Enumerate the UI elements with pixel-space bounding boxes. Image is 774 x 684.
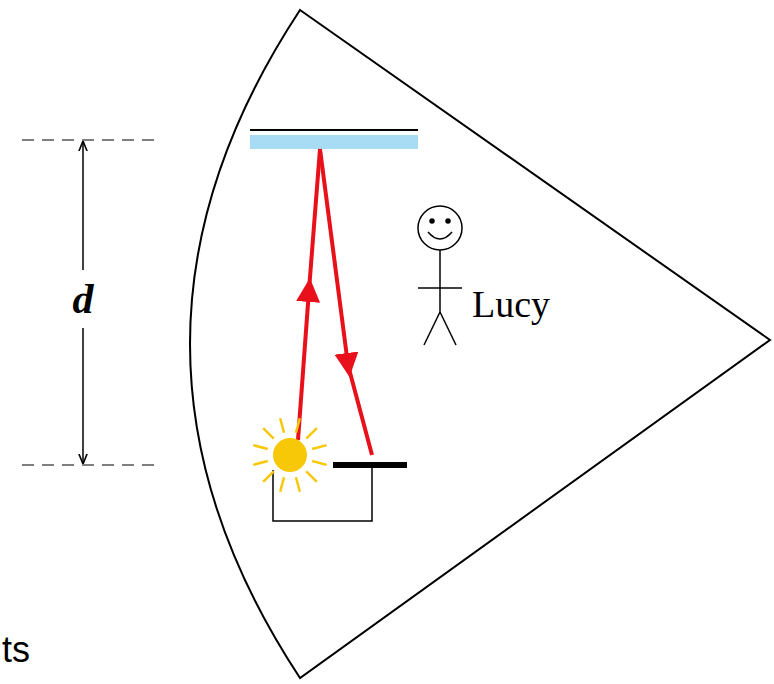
sun-ray xyxy=(253,461,267,465)
sun-ray xyxy=(312,445,326,449)
sun-ray xyxy=(312,461,326,465)
ship-outline xyxy=(190,10,770,678)
sun-ray xyxy=(280,477,284,491)
sun-ray xyxy=(306,471,317,482)
detector xyxy=(333,462,407,468)
sun-ray xyxy=(306,428,317,439)
dimension-label: d xyxy=(73,278,94,320)
light-source xyxy=(253,418,326,491)
stick-figure xyxy=(418,206,462,345)
figure-label: Lucy xyxy=(472,285,550,323)
sun-ray xyxy=(253,445,267,449)
light-path xyxy=(298,149,372,455)
sun-ray xyxy=(263,471,274,482)
sun-ray xyxy=(280,418,284,432)
dimension-marker xyxy=(22,140,155,465)
wire xyxy=(273,466,372,521)
fragment-text: ts xyxy=(2,632,30,668)
sun-ray xyxy=(296,418,300,432)
sun-ray xyxy=(263,428,274,439)
mirror xyxy=(250,130,418,149)
sun-ray xyxy=(296,477,300,491)
